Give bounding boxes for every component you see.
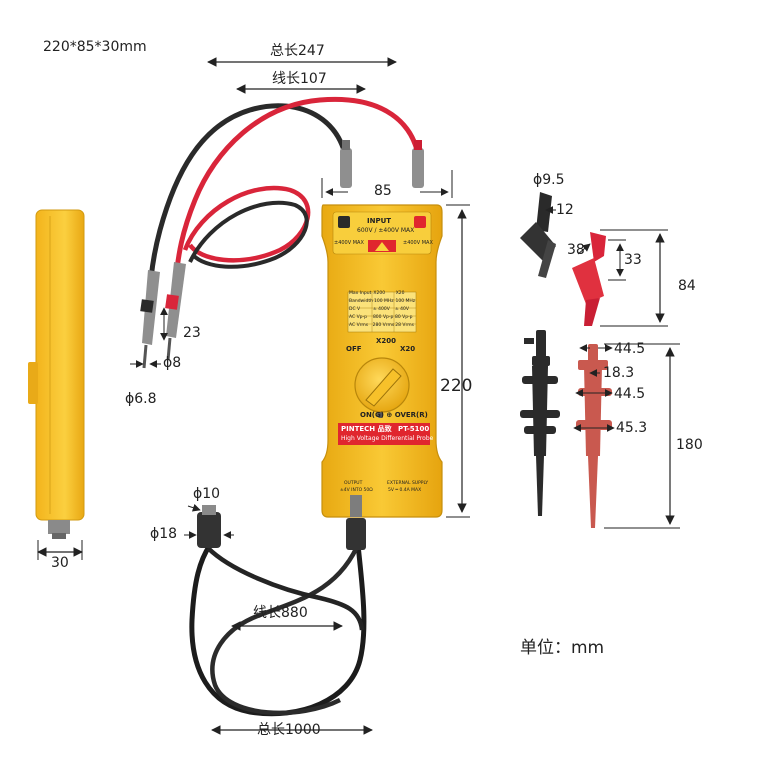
model-label: PT-5100 [398, 425, 430, 433]
plug-dimension-lines [130, 307, 168, 368]
cable-length-bottom-label: 线长880 [253, 605, 308, 621]
plug-diameter-inner-label: ϕ8 [163, 355, 182, 371]
plug-length-label: 23 [183, 325, 201, 341]
probe-right-rating: ±400V MAX [403, 240, 433, 246]
table-cell: 100 MHz [395, 299, 416, 304]
hook-length-label: 180 [676, 437, 703, 453]
table-cell: 280 Vrms [372, 323, 395, 328]
table-cell: 80 Vp-p [394, 315, 413, 320]
bnc-diameter-small-label: ϕ10 [193, 486, 221, 502]
total-length-top-label: 总长247 [270, 43, 325, 59]
probe-left-rating: ±400V MAX [334, 240, 364, 246]
range-x20-label: X20 [400, 345, 416, 353]
table-cell: DC V [349, 307, 361, 312]
table-cell: 800 Vp-p [372, 315, 394, 320]
supply-spec: 5V ═ 0.4A MAX [388, 488, 422, 493]
probe-side-view [28, 209, 85, 560]
table-header-0: Max Input [349, 291, 372, 296]
table-cell: 28 Vrms [395, 323, 414, 328]
hook-d2-label: 18.3 [603, 365, 635, 381]
supply-label: EXTERNAL SUPPLY [387, 481, 429, 486]
hook-d4-label: 45.3 [616, 420, 648, 436]
crocodile-clips [520, 192, 668, 327]
cable-length-top-label: 线长107 [272, 71, 327, 87]
table-cell: AC Vrms [349, 323, 369, 328]
unit-label: 单位：mm [520, 638, 605, 658]
clip-width-label: 12 [556, 202, 574, 218]
brand-label: PINTECH 品致 [341, 425, 392, 433]
cable-dimension-lines [184, 503, 373, 735]
status-led-label: ON(G) ⊕ OVER(R) [360, 411, 428, 419]
probe-input-label: INPUT [367, 217, 392, 225]
probe-body [321, 204, 443, 518]
clip-diameter-label: ϕ9.5 [533, 172, 565, 188]
total-length-bottom-label: 总长1000 [257, 722, 321, 738]
table-cell: ± 400V [372, 307, 390, 312]
hook-probes [520, 330, 680, 529]
table-cell: AC Vp-p [349, 315, 367, 320]
plug-diameter-outer-label: ϕ6.8 [125, 391, 157, 407]
output-label: OUTPUT [344, 481, 363, 486]
range-x200-label: X200 [376, 337, 397, 345]
range-off-label: OFF [346, 345, 362, 353]
probe-input-rating: 600V / ±400V MAX [357, 227, 415, 234]
output-spec: ±4V INTO 50Ω [340, 488, 373, 493]
hook-d3-label: 44.5 [614, 386, 646, 402]
body-height-label: 220 [440, 376, 473, 396]
hook-d1-label: 44.5 [614, 341, 646, 357]
product-name-label: High Voltage Differential Probe [341, 435, 434, 442]
clip-height-total-label: 84 [678, 278, 696, 294]
probe-spec-table: Max Input X200 X20 Bandwidth 100 MHz 100… [348, 291, 416, 332]
table-cell: ± 40V [394, 307, 409, 312]
jack-spacing-label: 85 [374, 183, 392, 199]
table-cell: Bandwidth [349, 299, 373, 304]
bnc-diameter-large-label: ϕ18 [150, 526, 178, 542]
size-note: 220*85*30mm [43, 39, 147, 55]
test-leads [140, 96, 424, 369]
side-width-label: 30 [51, 555, 69, 571]
body-dimension-lines [321, 170, 470, 518]
clip-jaw-label: 38 [567, 242, 585, 258]
clip-height-small-label: 33 [624, 252, 642, 268]
table-header-2: X20 [395, 291, 405, 296]
table-header-1: X200 [373, 291, 386, 296]
table-cell: 100 MHz [373, 299, 394, 304]
output-cable [189, 505, 367, 717]
